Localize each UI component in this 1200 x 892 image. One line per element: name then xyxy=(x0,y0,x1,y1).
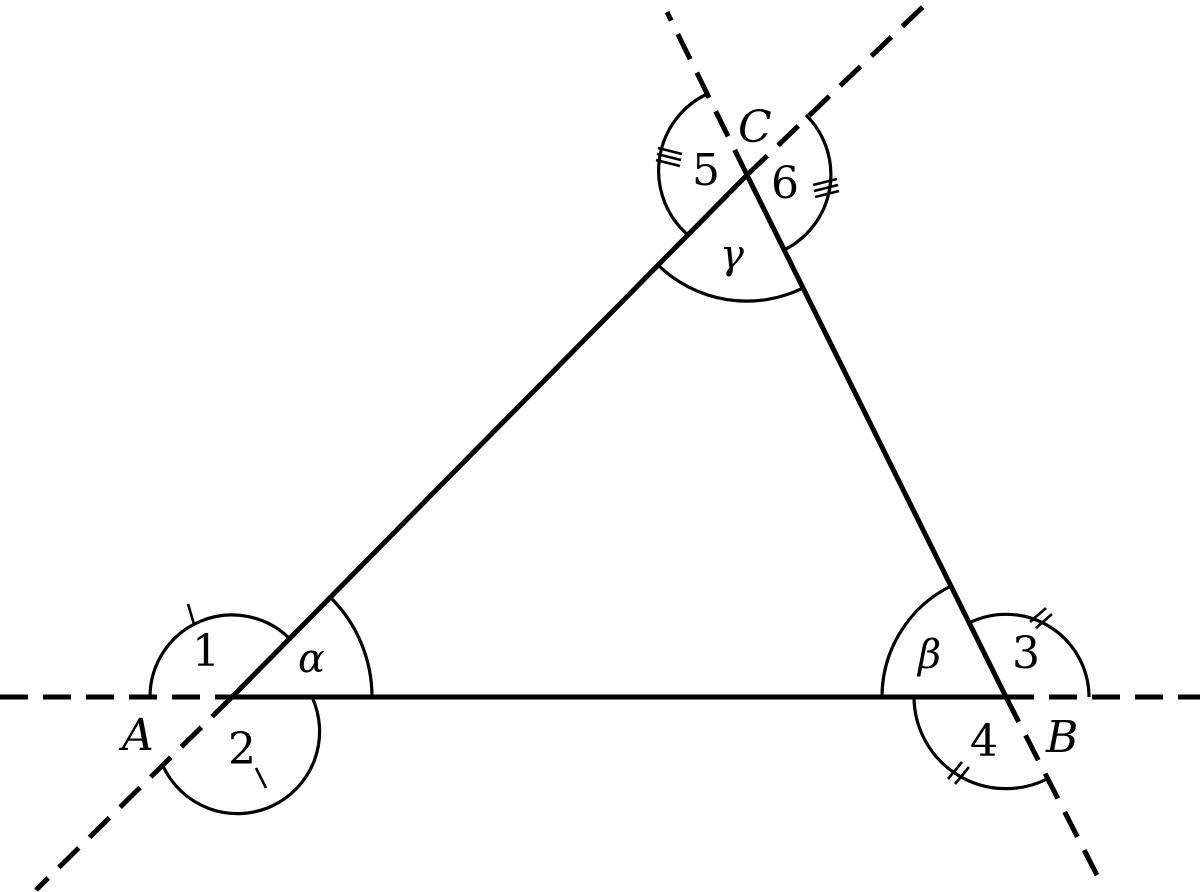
angle-label-1: 1 xyxy=(192,626,220,677)
side-bc xyxy=(744,172,1009,700)
angle-label-5: 5 xyxy=(692,145,720,196)
tick-angle-4-b xyxy=(953,766,971,785)
arc-gamma xyxy=(656,263,804,303)
exterior-angle-labels: 1 2 3 4 5 6 xyxy=(192,145,1040,775)
vertex-label-c: C xyxy=(738,102,772,153)
tick-angle-3-a xyxy=(1029,607,1047,623)
vertex-label-a: A xyxy=(118,710,154,761)
tick-angle-2 xyxy=(254,767,268,789)
arc-angle-2 xyxy=(161,696,322,816)
tick-angle-6-a xyxy=(812,177,838,187)
tick-angle-4-a xyxy=(946,761,964,780)
tick-angle-5-b xyxy=(656,152,682,162)
tick-angle-5-c xyxy=(655,158,681,168)
angle-arcs xyxy=(148,92,1091,816)
interior-angle-labels: α β γ xyxy=(298,232,941,682)
tick-angle-6-c xyxy=(814,189,840,199)
arc-alpha xyxy=(329,596,374,698)
line-ac-extension-upper xyxy=(745,0,932,177)
angle-label-6: 6 xyxy=(771,158,799,209)
angle-ticks xyxy=(186,146,1053,789)
arc-beta xyxy=(880,584,952,698)
tick-angle-1 xyxy=(186,603,196,625)
line-ac-extension-lower xyxy=(34,695,234,892)
arc-angle-3 xyxy=(968,612,1091,698)
angle-label-2: 2 xyxy=(228,724,256,775)
tick-angle-5-a xyxy=(657,146,683,156)
side-ac xyxy=(229,172,750,700)
vertex-labels: A B C xyxy=(118,102,1078,763)
arc-angle-4 xyxy=(912,696,1048,791)
angle-label-3: 3 xyxy=(1012,628,1040,679)
vertex-label-b: B xyxy=(1045,712,1078,763)
angle-label-gamma: γ xyxy=(720,232,744,278)
arc-angle-5 xyxy=(657,92,708,237)
line-bc-extension-upper xyxy=(664,10,750,177)
tick-angle-3-b xyxy=(1035,613,1053,629)
angle-label-alpha: α xyxy=(298,636,325,682)
tick-angle-6-b xyxy=(813,183,839,193)
angle-label-4: 4 xyxy=(970,716,998,767)
triangle-sides xyxy=(229,172,1009,700)
angle-label-beta: β xyxy=(916,632,941,678)
line-bc-extension-lower xyxy=(1003,695,1105,887)
arc-angle-1 xyxy=(148,613,291,698)
